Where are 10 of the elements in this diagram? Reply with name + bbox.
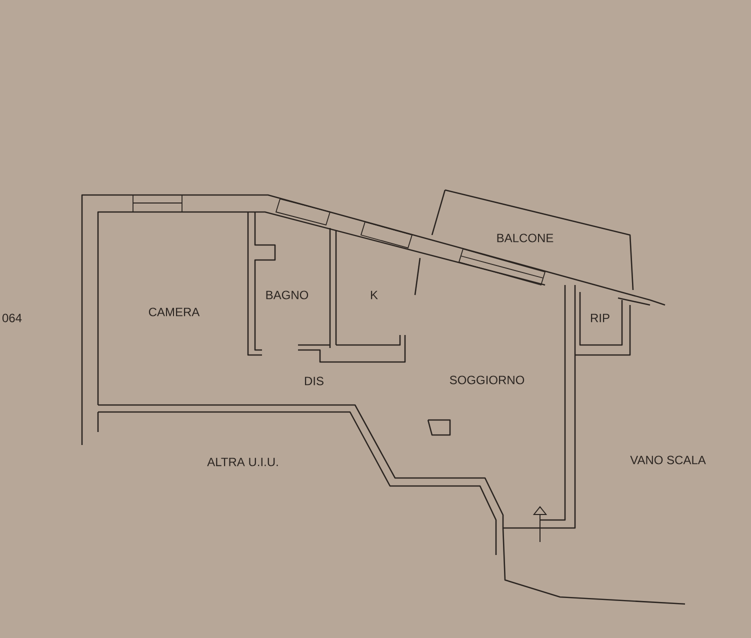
room-label: DIS bbox=[305, 376, 324, 386]
room-label: SOGGIORNO bbox=[450, 376, 524, 384]
room-label: BAGNO bbox=[266, 290, 308, 300]
room-label: BALCONE bbox=[497, 234, 554, 242]
room-label: ALTRA U.I.U. bbox=[207, 458, 278, 466]
room-label: RIP bbox=[591, 314, 610, 322]
room-label: VANO SCALA bbox=[630, 456, 706, 464]
room-label: K bbox=[371, 290, 378, 300]
room-label: CAMERA bbox=[148, 308, 200, 316]
room-label: 064 bbox=[2, 314, 22, 322]
